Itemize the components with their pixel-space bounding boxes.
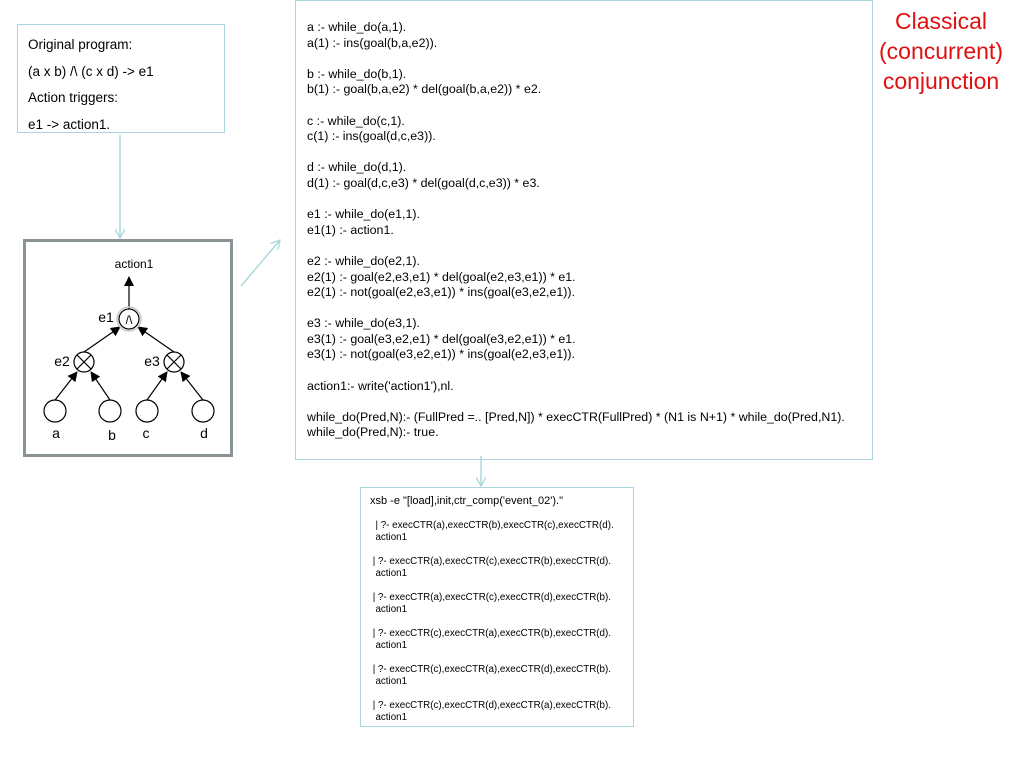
code-line: d :- while_do(d,1). bbox=[307, 160, 407, 175]
output-line: | ?- execCTR(a),execCTR(c),execCTR(b),ex… bbox=[370, 556, 611, 567]
code-line: e2(1) :- goal(e2,e3,e1) * del(goal(e2,e3… bbox=[307, 269, 576, 284]
code-line: e1(1) :- action1. bbox=[307, 222, 394, 237]
tree-leaf-b bbox=[98, 399, 122, 423]
connector-arrow-diagonal bbox=[240, 240, 280, 287]
output-line: | ?- execCTR(c),execCTR(a),execCTR(b),ex… bbox=[370, 628, 611, 639]
original-program-line: (a x b) /\ (c x d) -> e1 bbox=[28, 63, 154, 79]
tree-edge-c-e3 bbox=[146, 371, 168, 401]
original-program-line: Original program: bbox=[28, 37, 133, 52]
output-line: action1 bbox=[370, 640, 408, 651]
output-line: | ?- execCTR(a),execCTR(c),execCTR(d),ex… bbox=[370, 592, 611, 603]
tree-node-e3 bbox=[163, 351, 185, 373]
original-program-line: Action triggers: bbox=[28, 90, 119, 105]
tree-node-e1-symbol: /\ bbox=[126, 313, 133, 327]
output-line: action1 bbox=[370, 676, 408, 687]
tree-root-label: action1 bbox=[115, 257, 154, 271]
tree-leaf-c bbox=[135, 399, 159, 423]
tree-node-e1-label: e1 bbox=[98, 309, 114, 325]
tree-node-e1-shadow bbox=[116, 306, 142, 332]
code-line: b(1) :- goal(b,a,e2) * del(goal(b,a,e2))… bbox=[307, 82, 542, 97]
tree-node-e2-label: e2 bbox=[54, 353, 70, 369]
tree-edge-b-e2 bbox=[90, 371, 111, 401]
ctr-code-box: a :- while_do(a,1).a(1) :- ins(goal(b,a,… bbox=[295, 0, 873, 460]
output-line: | ?- execCTR(c),execCTR(d),execCTR(a),ex… bbox=[370, 700, 611, 711]
tree-node-e3-label: e3 bbox=[144, 353, 160, 369]
output-line: | ?- execCTR(c),execCTR(a),execCTR(d),ex… bbox=[370, 664, 611, 675]
original-program-line: e1 -> action1. bbox=[28, 116, 111, 132]
code-line: a(1) :- ins(goal(b,a,e2)). bbox=[307, 35, 438, 50]
code-line: e1 :- while_do(e1,1). bbox=[307, 207, 420, 222]
code-line: while_do(Pred,N):- true. bbox=[307, 425, 439, 440]
code-line: c :- while_do(c,1). bbox=[307, 113, 405, 128]
xsb-output-box: xsb -e "[load],init,ctr_comp('event_02')… bbox=[360, 487, 634, 727]
tree-edge-d-e3 bbox=[180, 371, 204, 401]
code-line: e3 :- while_do(e3,1). bbox=[307, 316, 420, 331]
slide-title: Classical (concurrent) conjunction bbox=[866, 6, 1016, 96]
code-line: e2 :- while_do(e2,1). bbox=[307, 253, 420, 268]
xsb-command-line: xsb -e "[load],init,ctr_comp('event_02')… bbox=[370, 495, 563, 507]
output-line: action1 bbox=[370, 532, 408, 543]
tree-leaf-d bbox=[191, 399, 215, 423]
tree-leaf-label: d bbox=[200, 425, 208, 441]
original-program-box: Original program: (a x b) /\ (c x d) -> … bbox=[17, 24, 225, 133]
tree-edge-a-e2 bbox=[54, 371, 78, 401]
title-line: Classical bbox=[894, 8, 988, 34]
code-line: while_do(Pred,N):- (FullPred =.. [Pred,N… bbox=[307, 409, 845, 424]
tree-edge-e3-e1 bbox=[137, 326, 175, 353]
output-line: action1 bbox=[370, 568, 408, 579]
tree-node-e2 bbox=[73, 351, 95, 373]
tree-edge-e2-e1 bbox=[83, 326, 121, 353]
code-line: c(1) :- ins(goal(d,c,e3)). bbox=[307, 129, 436, 144]
code-line: d(1) :- goal(d,c,e3) * del(goal(d,c,e3))… bbox=[307, 175, 540, 190]
code-line: e3(1) :- goal(e3,e2,e1) * del(goal(e3,e2… bbox=[307, 331, 576, 346]
tree-leaf-label: b bbox=[108, 427, 116, 443]
code-line: e3(1) :- not(goal(e3,e2,e1)) * ins(goal(… bbox=[307, 347, 575, 362]
tree-leaf-label: a bbox=[52, 425, 60, 441]
code-line: b :- while_do(b,1). bbox=[307, 66, 407, 81]
code-line: action1:- write('action1'),nl. bbox=[307, 378, 454, 393]
title-line: conjunction bbox=[882, 68, 1000, 94]
output-line: | ?- execCTR(a),execCTR(b),execCTR(c),ex… bbox=[370, 520, 614, 531]
tree-node-e1 bbox=[118, 308, 140, 330]
tree-leaf-label: c bbox=[143, 425, 150, 441]
code-line: e2(1) :- not(goal(e2,e3,e1)) * ins(goal(… bbox=[307, 285, 575, 300]
title-line: (concurrent) bbox=[879, 38, 1003, 64]
code-line: a :- while_do(a,1). bbox=[307, 20, 407, 34]
output-line: action1 bbox=[370, 712, 408, 723]
tree-leaf-a bbox=[43, 399, 67, 423]
output-line: action1 bbox=[370, 604, 408, 615]
